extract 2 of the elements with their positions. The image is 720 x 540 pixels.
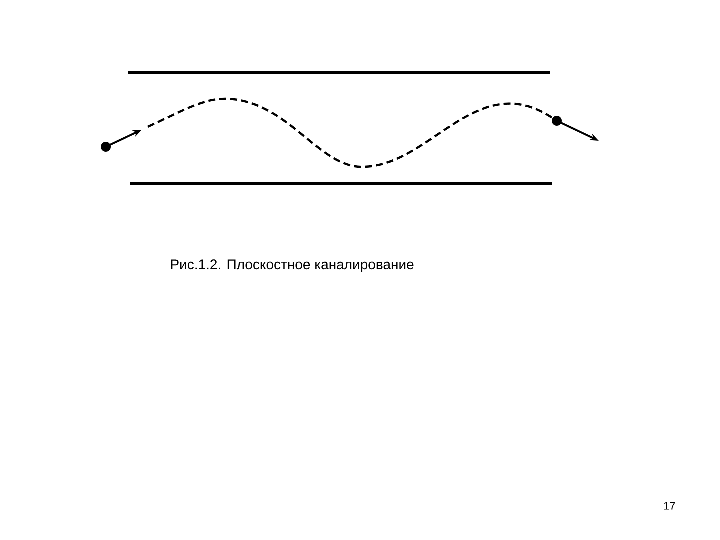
caption: Рис.1.2. Плоскостное каналирование: [171, 260, 414, 272]
page-number: 17: [664, 502, 676, 510]
